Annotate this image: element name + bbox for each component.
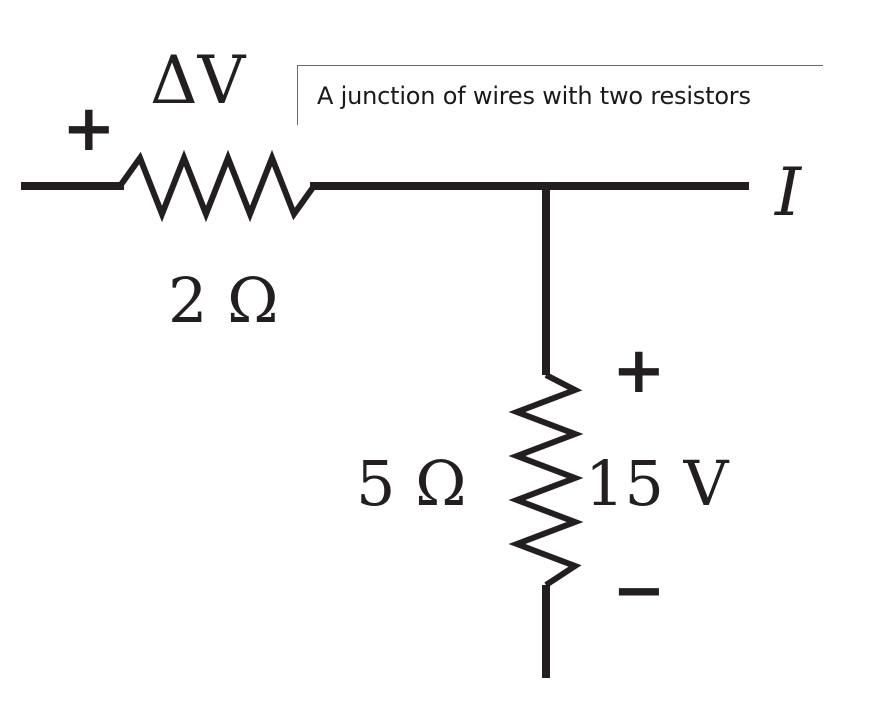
resistor-5-ohm: [508, 372, 584, 588]
plus-sign-right: +: [612, 334, 666, 408]
caption-tooltip: A junction of wires with two resistors: [297, 65, 823, 125]
resistor-2-ohm: [117, 149, 317, 223]
plus-sign-left: +: [62, 92, 116, 166]
resistor-top-label: 2 Ω: [168, 264, 279, 337]
voltage-value-label: 15 V: [585, 447, 730, 520]
caption-text: A junction of wires with two resistors: [317, 82, 751, 110]
voltage-delta-label: ΔV: [150, 42, 247, 119]
current-label: I: [774, 154, 803, 231]
minus-sign-right: −: [612, 554, 666, 628]
resistor-bottom-label: 5 Ω: [356, 447, 467, 520]
